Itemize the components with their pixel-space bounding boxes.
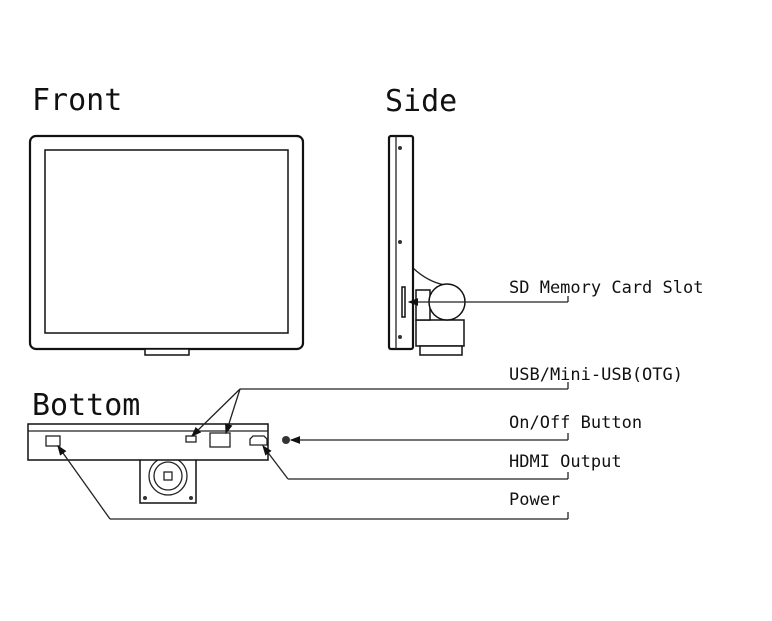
front-view-title: Front xyxy=(32,83,122,118)
side-view-title: Side xyxy=(385,84,457,119)
screw-icon xyxy=(398,335,402,339)
power-button-label: On/Off Button xyxy=(509,413,642,433)
hdmi-leader xyxy=(262,444,569,480)
sd-card-slot xyxy=(401,286,406,318)
power-button xyxy=(282,436,290,444)
usb-port xyxy=(209,432,231,448)
sd-slot-leader xyxy=(407,296,569,306)
hdmi-label: HDMI Output xyxy=(509,452,622,472)
screw-icon xyxy=(398,240,402,244)
power-leader xyxy=(57,444,569,520)
power-label: Power xyxy=(509,490,560,510)
sd-slot-label: SD Memory Card Slot xyxy=(509,278,703,298)
bottom-view-monitor xyxy=(27,423,290,504)
side-view-monitor xyxy=(387,134,466,356)
screw-icon xyxy=(398,146,402,150)
usb-leader xyxy=(191,382,569,437)
bottom-view-title: Bottom xyxy=(32,388,140,423)
usb-label: USB/Mini-USB(OTG) xyxy=(509,365,683,385)
power-button-leader xyxy=(289,433,569,444)
mini-usb-port xyxy=(185,435,197,443)
power-port xyxy=(45,435,61,447)
front-view-monitor xyxy=(28,134,305,356)
